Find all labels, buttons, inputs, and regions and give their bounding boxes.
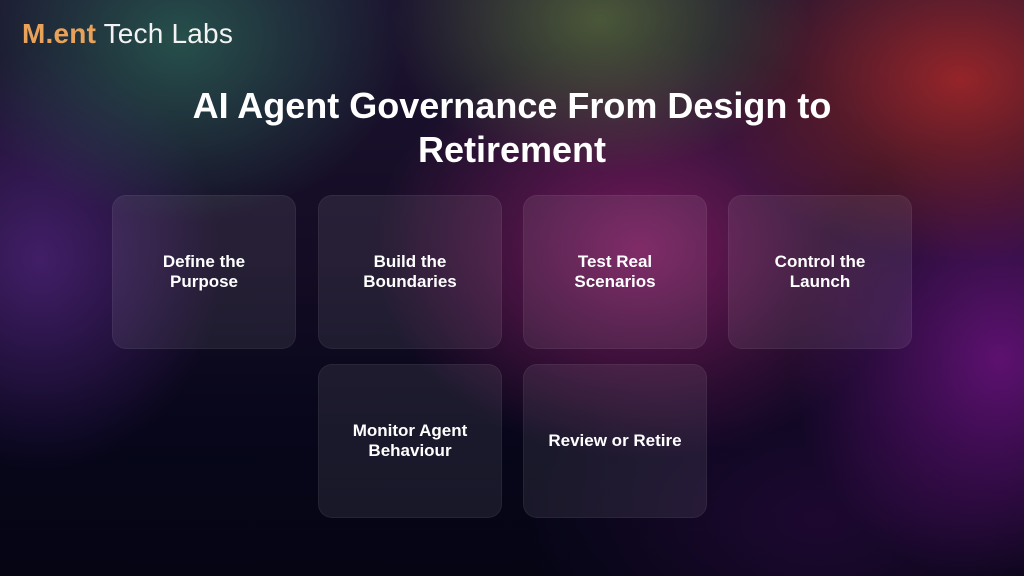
stage-card-test-scenarios[interactable]: Test Real Scenarios bbox=[523, 195, 707, 349]
stage-card-control-launch[interactable]: Control the Launch bbox=[728, 195, 912, 349]
stage-card-label: Build the Boundaries bbox=[363, 252, 457, 291]
stage-card-label: Review or Retire bbox=[548, 431, 682, 450]
stage-card-label: Monitor Agent Behaviour bbox=[352, 421, 468, 460]
brand-name: Tech Labs bbox=[96, 18, 234, 49]
stage-card-review-retire[interactable]: Review or Retire bbox=[523, 364, 707, 518]
stage-card-monitor-behaviour[interactable]: Monitor Agent Behaviour bbox=[318, 364, 502, 518]
stage-card-label: Define the Purpose bbox=[162, 252, 246, 291]
stage-card-define-purpose[interactable]: Define the Purpose bbox=[112, 195, 296, 349]
brand-logo: M.ent Tech Labs bbox=[22, 16, 233, 52]
stage-card-label: Test Real Scenarios bbox=[574, 252, 656, 291]
page-title: AI Agent Governance From Design to Retir… bbox=[192, 85, 832, 170]
brand-mark: M.ent bbox=[22, 18, 97, 49]
stage-card-build-boundaries[interactable]: Build the Boundaries bbox=[318, 195, 502, 349]
stage-card-label: Control the Launch bbox=[774, 252, 866, 291]
